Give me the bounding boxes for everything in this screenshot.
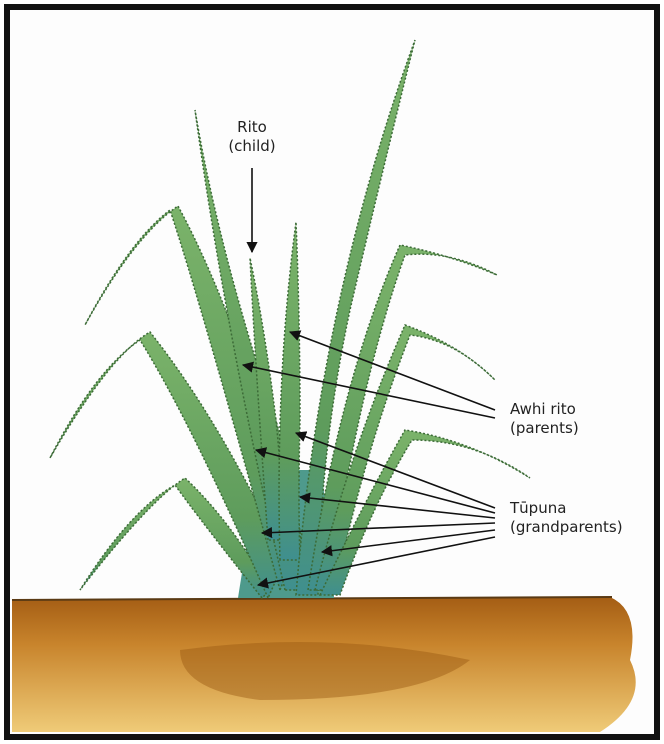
leaf-awhi-rito-left — [279, 222, 300, 560]
leaf-right-tall — [296, 40, 415, 595]
label-rito-name: Rito — [222, 118, 282, 137]
label-tupuna: Tūpuna (grandparents) — [510, 499, 623, 537]
label-awhi-rito: Awhi rito (parents) — [510, 400, 579, 438]
label-rito-meaning: (child) — [222, 137, 282, 156]
label-awhi-rito-meaning: (parents) — [510, 419, 579, 438]
label-tupuna-name: Tūpuna — [510, 499, 623, 518]
label-awhi-rito-name: Awhi rito — [510, 400, 579, 419]
label-rito: Rito (child) — [222, 118, 282, 156]
label-tupuna-meaning: (grandparents) — [510, 518, 623, 537]
